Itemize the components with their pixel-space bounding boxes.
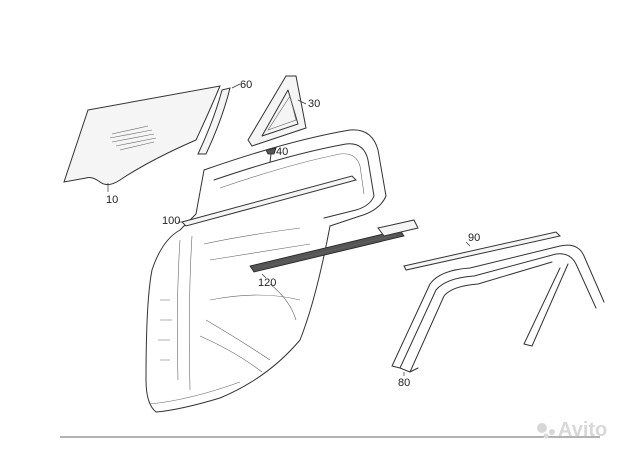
door-shell-part xyxy=(145,129,387,413)
leader-120 xyxy=(261,273,267,279)
screw-part xyxy=(265,147,277,163)
callout-90: 90 xyxy=(468,232,480,244)
callout-60: 60 xyxy=(240,79,252,91)
leader-60 xyxy=(231,83,241,89)
door-frame-seal-part xyxy=(391,244,605,373)
watermark-logo: Avito xyxy=(537,419,607,441)
callout-40: 40 xyxy=(276,146,288,158)
drip-molding-part xyxy=(403,231,561,271)
glass-run-strip-part xyxy=(197,87,231,155)
callout-10: 10 xyxy=(106,194,118,206)
leader-90 xyxy=(465,241,471,247)
callout-100: 100 xyxy=(162,215,180,227)
quarter-window-part xyxy=(247,75,307,147)
belt-molding-part xyxy=(181,175,357,227)
callout-30: 30 xyxy=(308,98,320,110)
callout-120: 120 xyxy=(258,277,276,289)
leader-30 xyxy=(297,99,307,105)
inner-belt-seal-part xyxy=(249,219,419,273)
callout-80: 80 xyxy=(398,377,410,389)
watermark-text: Avito xyxy=(558,419,607,441)
door-glass-part xyxy=(63,85,221,186)
